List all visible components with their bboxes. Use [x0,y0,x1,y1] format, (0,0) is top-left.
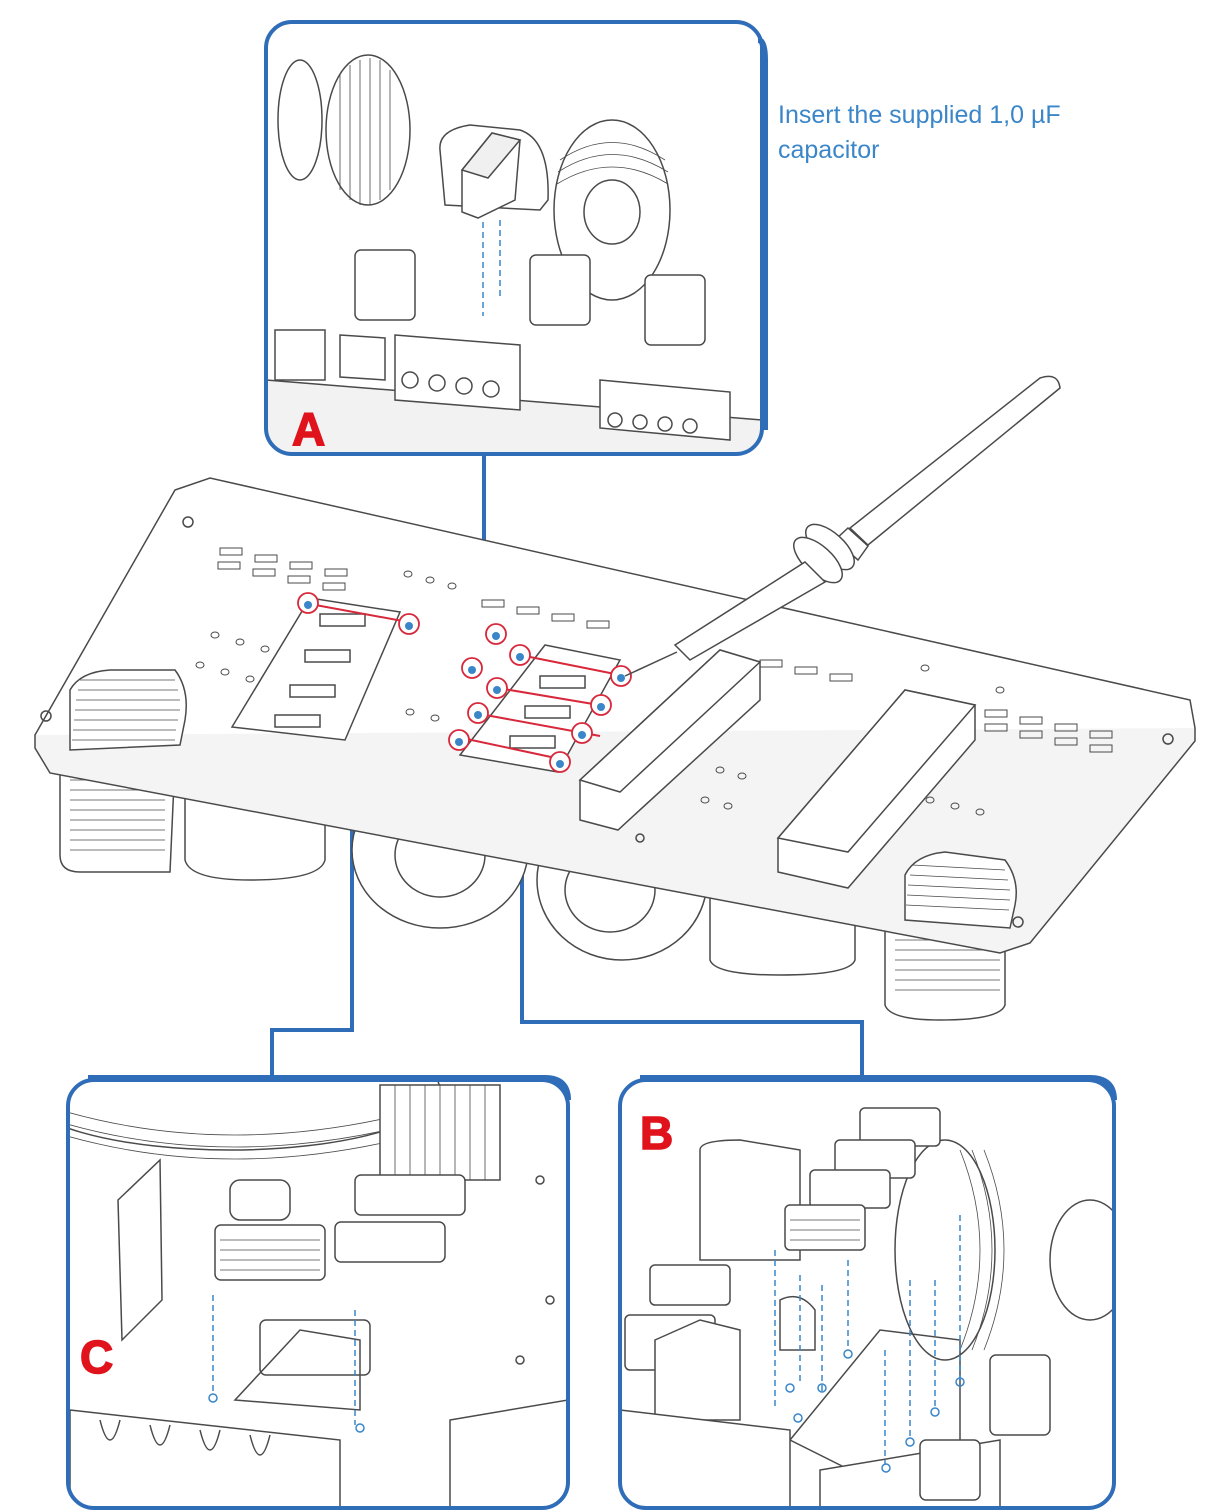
marked-solder-points [297,592,632,773]
connector-line-b [520,770,864,1080]
board-resistor-pads [217,547,1113,753]
board-capacitor-blocks [578,649,977,889]
board-standoff-pins [195,570,1005,816]
connector-line-c [270,770,354,1080]
instruction-caption: Insert the supplied 1,0 µF capacitor [778,101,1061,164]
main-crossover-board [34,375,1196,1021]
board-top-coils [69,669,1017,929]
board-resistor-group-left [230,597,402,741]
panel-label-c: C [79,1331,114,1383]
soldering-iron [624,375,1061,677]
panel-label-b: B [639,1107,674,1159]
detail-panel-a [264,20,768,456]
detail-panel-b [618,1075,1117,1510]
detail-panel-c [66,1075,571,1510]
panel-label-a: A [291,403,326,455]
board-mounting-holes [40,516,1174,928]
